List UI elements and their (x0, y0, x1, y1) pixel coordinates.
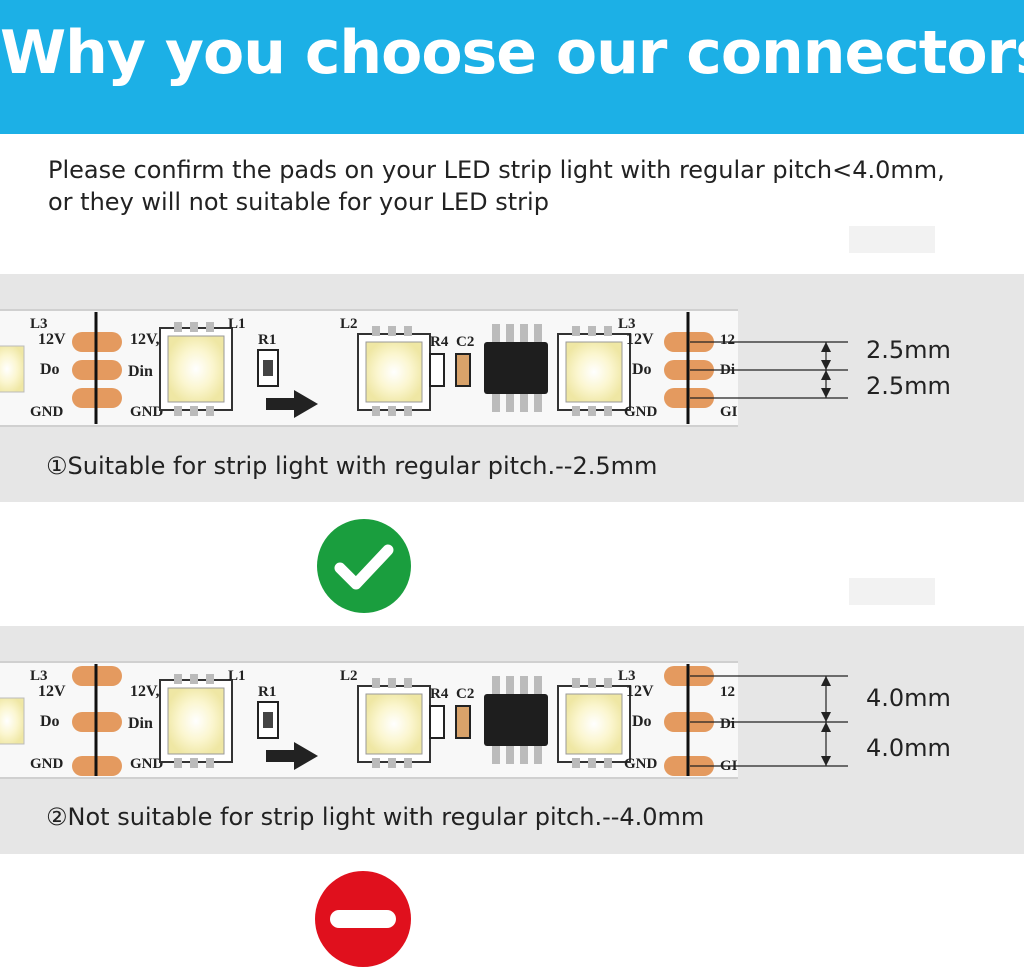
page-title: Why you choose our connectors (0, 18, 1024, 88)
led-chip (0, 345, 25, 393)
label-12v: 12V (626, 331, 654, 348)
label-12v: 12V (626, 683, 654, 700)
capacitor (455, 353, 471, 387)
label-12v: 12V (38, 683, 66, 700)
label-r4: R4 (430, 686, 449, 702)
capacitor (455, 705, 471, 739)
label-gnd: GND (130, 404, 164, 420)
led-chip (557, 678, 631, 768)
label-l1: L1 (228, 316, 246, 332)
pitch-dimension-lines (690, 675, 848, 767)
resistor (429, 705, 445, 739)
led-chip (357, 678, 431, 768)
label-r1: R1 (258, 684, 276, 700)
label-12v-comma: 12V, (130, 331, 160, 348)
led-chip (159, 674, 233, 768)
ic-chip (484, 676, 548, 764)
label-gnd: GND (624, 404, 658, 420)
intro-line-1: Please confirm the pads on your LED stri… (48, 156, 945, 184)
pitch-label-top: 4.0mm (866, 684, 951, 712)
label-12v-comma: 12V, (130, 683, 160, 700)
intro-text: Please confirm the pads on your LED stri… (48, 154, 1008, 218)
label-di-partial: Di (720, 716, 735, 732)
label-do: Do (40, 361, 60, 378)
label-12-partial: 12 (720, 332, 735, 348)
label-12v: 12V (38, 331, 66, 348)
ic-chip (484, 324, 548, 412)
label-gnd: GND (30, 756, 64, 772)
caption-unsuitable: ②Not suitable for strip light with regul… (46, 803, 705, 831)
label-12-partial: 12 (720, 684, 735, 700)
label-gi-partial: GI (720, 404, 738, 420)
label-do: Do (40, 713, 60, 730)
label-l3: L3 (30, 668, 48, 684)
direction-arrow-icon (266, 390, 318, 418)
label-l3: L3 (618, 668, 636, 684)
label-din: Din (128, 715, 153, 732)
led-strip-suitable: L3 12V Do GND 12V, Din GND L1 R1 L2 R4 C… (0, 309, 848, 427)
background-smudge (849, 578, 935, 605)
led-chip (159, 322, 233, 416)
dimension-arrows (821, 342, 831, 398)
no-entry-icon (315, 871, 411, 967)
label-gnd: GND (624, 756, 658, 772)
label-din: Din (128, 363, 153, 380)
label-r1: R1 (258, 332, 276, 348)
label-l3: L3 (618, 316, 636, 332)
pitch-label-bottom: 2.5mm (866, 372, 951, 400)
label-do: Do (632, 361, 652, 378)
label-l2: L2 (340, 668, 358, 684)
label-do: Do (632, 713, 652, 730)
direction-arrow-icon (266, 742, 318, 770)
label-c2: C2 (456, 686, 474, 702)
header-banner: Why you choose our connectors (0, 0, 1024, 134)
led-strip-unsuitable: L3 12V Do GND 12V, Din GND L1 R1 L2 R4 C… (0, 661, 848, 779)
dimension-arrows (821, 676, 831, 766)
label-r4: R4 (430, 334, 449, 350)
led-chip (557, 326, 631, 416)
pitch-label-bottom: 4.0mm (866, 734, 951, 762)
label-gnd: GND (130, 756, 164, 772)
label-gnd: GND (30, 404, 64, 420)
label-c2: C2 (456, 334, 474, 350)
label-l2: L2 (340, 316, 358, 332)
resistor (429, 353, 445, 387)
label-l3: L3 (30, 316, 48, 332)
check-icon (317, 519, 411, 613)
background-smudge (849, 226, 935, 253)
led-chip (0, 697, 25, 745)
intro-line-2: or they will not suitable for your LED s… (48, 188, 549, 216)
led-chip (357, 326, 431, 416)
caption-suitable: ①Suitable for strip light with regular p… (46, 452, 658, 480)
label-l1: L1 (228, 668, 246, 684)
pitch-label-top: 2.5mm (866, 336, 951, 364)
